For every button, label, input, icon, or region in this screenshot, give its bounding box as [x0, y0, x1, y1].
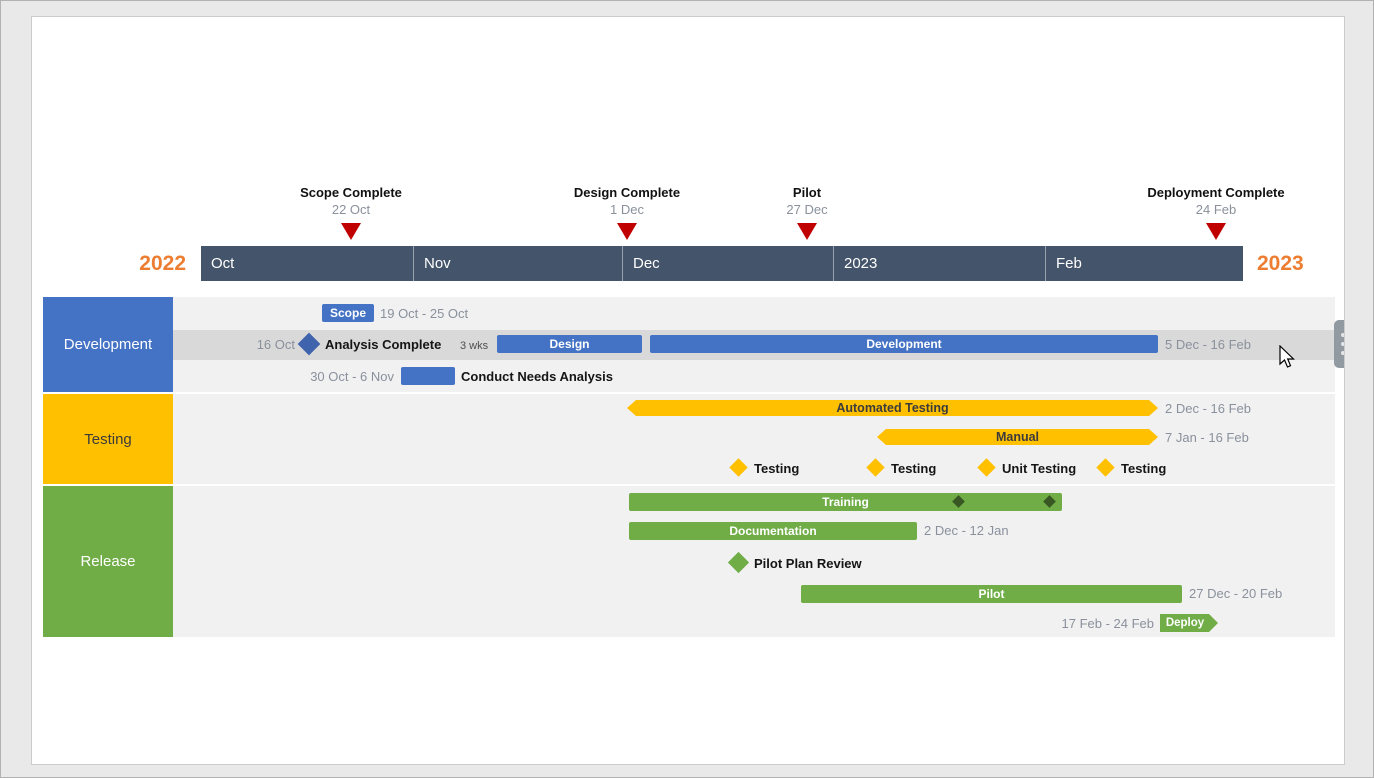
top-milestone-design-complete[interactable]: Design Complete 1 Dec	[527, 185, 727, 240]
task-bar-design[interactable]: Design	[497, 335, 642, 353]
grip-dots-icon	[1340, 333, 1344, 355]
month-segment-jan-2023: 2023	[833, 246, 1045, 281]
milestone-label-testing-2: Testing	[891, 461, 937, 476]
milestone-marker-icon[interactable]	[797, 223, 817, 240]
top-milestone-scope-complete[interactable]: Scope Complete 22 Oct	[251, 185, 451, 240]
mouse-cursor-icon	[1279, 344, 1297, 374]
month-segment-oct: Oct	[211, 255, 235, 272]
task-dates-development: 5 Dec - 16 Feb	[1165, 337, 1251, 352]
milestone-title: Design Complete	[573, 185, 681, 200]
task-dates-deploy: 17 Feb - 24 Feb	[1061, 616, 1155, 631]
top-milestone-deployment-complete[interactable]: Deployment Complete 24 Feb	[1116, 185, 1316, 240]
task-bar-automated-testing[interactable]: Automated Testing	[627, 400, 1158, 416]
milestone-marker-icon[interactable]	[1206, 223, 1226, 240]
milestone-title: Pilot	[792, 185, 822, 200]
task-bar-training[interactable]: Training	[629, 493, 1062, 511]
milestone-title: Deployment Complete	[1147, 185, 1285, 200]
milestone-date: 22 Oct	[331, 202, 371, 217]
top-milestone-pilot[interactable]: Pilot 27 Dec	[707, 185, 907, 240]
milestone-date: 27 Dec	[786, 202, 828, 217]
lane-header-development[interactable]: Development	[43, 297, 173, 392]
task-dates-conduct-needs-analysis: 30 Oct - 6 Nov	[310, 369, 394, 384]
task-dates-automated-testing: 2 Dec - 16 Feb	[1165, 401, 1251, 416]
milestone-date: 1 Dec	[610, 202, 644, 217]
milestone-label-analysis-complete: Analysis Complete	[325, 337, 442, 352]
year-label-left: 2022	[139, 252, 186, 275]
duration-note: 3 wks	[460, 340, 489, 352]
lane-body-release	[173, 486, 1335, 637]
milestone-title: Scope Complete	[300, 185, 402, 200]
task-dates-scope: 19 Oct - 25 Oct	[380, 306, 469, 321]
task-dates-manual-testing: 7 Jan - 16 Feb	[1165, 430, 1249, 445]
task-bar-conduct-needs-analysis[interactable]	[401, 367, 455, 385]
milestone-label-testing-1: Testing	[754, 461, 800, 476]
milestone-label-testing-3: Testing	[1121, 461, 1167, 476]
month-segment-dec: Dec	[622, 246, 833, 281]
task-bar-development[interactable]: Development	[650, 335, 1158, 353]
task-dates-documentation: 2 Dec - 12 Jan	[924, 523, 1009, 538]
task-bar-manual-testing[interactable]: Manual	[877, 429, 1158, 445]
task-label-conduct-needs-analysis: Conduct Needs Analysis	[461, 369, 613, 384]
lane-header-release[interactable]: Release	[43, 486, 173, 637]
milestone-marker-icon[interactable]	[617, 223, 637, 240]
task-dates-pilot: 27 Dec - 20 Feb	[1189, 586, 1283, 601]
milestone-label-pilot-plan-review: Pilot Plan Review	[754, 556, 862, 571]
month-segment-nov: Nov	[413, 246, 622, 281]
month-band: Oct Nov Dec 2023 Feb	[201, 246, 1243, 281]
milestone-label-unit-testing: Unit Testing	[1002, 461, 1077, 476]
task-bar-documentation[interactable]: Documentation	[629, 522, 917, 540]
timeline-canvas: 2022 2023 Oct Nov Dec 2023 Feb Scope Com…	[31, 16, 1345, 765]
task-bar-pilot[interactable]: Pilot	[801, 585, 1182, 603]
milestone-date-analysis-complete: 16 Oct	[256, 337, 295, 352]
task-bar-deploy[interactable]: Deploy	[1160, 614, 1218, 632]
milestone-marker-icon[interactable]	[341, 223, 361, 240]
month-segment-feb: Feb	[1045, 246, 1243, 281]
task-bar-scope[interactable]: Scope	[322, 304, 374, 322]
year-label-right: 2023	[1257, 252, 1304, 275]
lane-header-testing[interactable]: Testing	[43, 394, 173, 484]
milestone-date: 24 Feb	[1195, 202, 1237, 217]
row-drag-handle[interactable]	[1334, 320, 1344, 368]
